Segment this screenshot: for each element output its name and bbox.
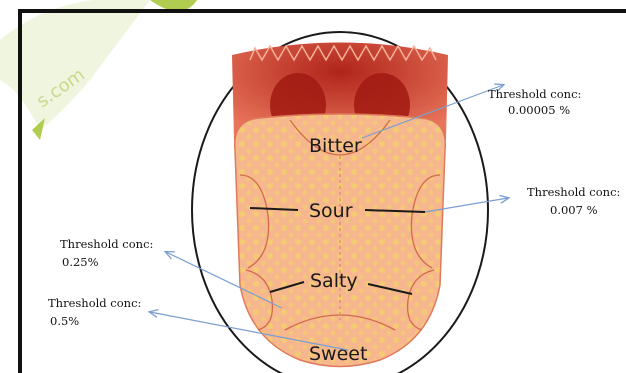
- salty-threshold-value: 0.25%: [62, 255, 99, 269]
- salty-threshold-label: Threshold conc:: [60, 237, 153, 251]
- watermark: s.com: [0, 0, 200, 140]
- frame-top-border: [18, 9, 626, 13]
- sweet-threshold-label: Threshold conc:: [48, 296, 141, 310]
- sour-threshold-label: Threshold conc:: [527, 185, 620, 199]
- sweet-label: Sweet: [309, 343, 367, 365]
- bitter-label: Bitter: [309, 135, 362, 157]
- bitter-threshold-value: 0.00005 %: [508, 103, 570, 117]
- bitter-threshold-label: Threshold conc:: [488, 87, 581, 101]
- sour-threshold-value: 0.007 %: [550, 203, 598, 217]
- frame-left-border: [18, 9, 22, 373]
- sour-label: Sour: [309, 200, 353, 222]
- sweet-threshold-value: 0.5%: [50, 314, 79, 328]
- salty-label: Salty: [310, 270, 358, 292]
